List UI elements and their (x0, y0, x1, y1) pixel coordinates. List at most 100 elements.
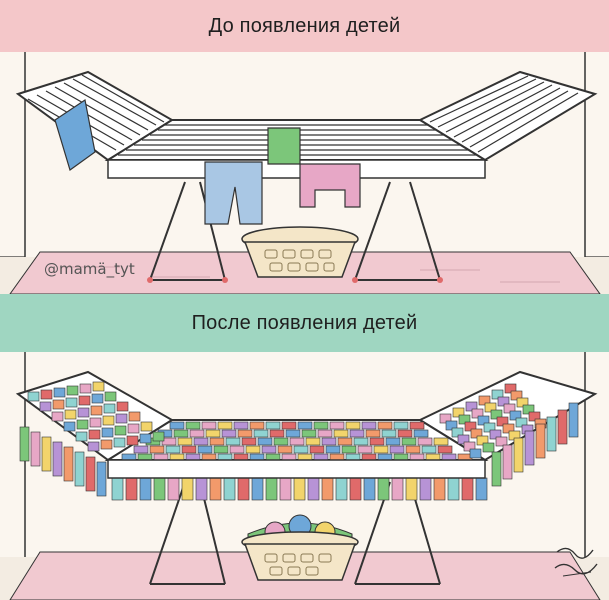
clothing-item (337, 437, 353, 446)
clothing-item (152, 431, 165, 442)
clothing-item (66, 385, 79, 396)
clothing-item (245, 445, 261, 454)
clothing-item (63, 421, 76, 432)
clothing-item (102, 415, 115, 426)
clothing-item (447, 477, 460, 501)
artist-signature (554, 547, 598, 577)
clothing-item (464, 421, 477, 432)
clothing-item (405, 445, 421, 454)
clothing-item (279, 477, 292, 501)
clothing-item (116, 401, 129, 412)
clothing-item (433, 437, 449, 446)
clothing-item (451, 427, 464, 438)
clothing-item (409, 421, 425, 430)
clothing-item (325, 445, 341, 454)
caption-before-banner: До появления детей (0, 0, 609, 52)
clothing-item (509, 410, 522, 421)
clothing-item (483, 422, 496, 433)
clothing-item (405, 477, 418, 501)
scene-after-children (0, 352, 609, 600)
clothing-item (223, 477, 236, 501)
clothing-item (193, 437, 209, 446)
clothing-item (477, 415, 490, 426)
clothing-item (269, 429, 285, 438)
clothing-item (353, 437, 369, 446)
clothing-item (510, 390, 523, 401)
clothing-item (189, 429, 205, 438)
clothing-item (53, 387, 66, 398)
clothing-item (349, 477, 362, 501)
clothing-item (317, 429, 333, 438)
clothing-item (277, 445, 293, 454)
clothing-item (113, 437, 126, 448)
clothing-item (393, 421, 409, 430)
clothing-item (502, 423, 515, 434)
clothing-item (307, 477, 320, 501)
clothing-item (181, 477, 194, 501)
clothing-item (169, 421, 185, 430)
caption-before: До появления детей (208, 14, 401, 37)
clothing-item (181, 445, 197, 454)
clothing-item (261, 445, 277, 454)
clothing-item (197, 445, 213, 454)
clothing-item (251, 477, 264, 501)
clothing-item (126, 435, 139, 446)
clothing-item (76, 419, 89, 430)
clothing-item (233, 421, 249, 430)
clothing-item (369, 437, 385, 446)
clothing-item (471, 408, 484, 419)
clothing-item (237, 429, 253, 438)
clothing-item (349, 429, 365, 438)
scene-before-children: @mamä_tyt (0, 52, 609, 294)
clothing-item (165, 445, 181, 454)
clothing-item (439, 413, 452, 424)
clothing-item (482, 442, 495, 453)
clothing-item (401, 437, 417, 446)
clothing-item (19, 426, 30, 462)
blue-shirt (54, 98, 96, 171)
clothing-item (516, 397, 529, 408)
clothing-item (40, 389, 53, 400)
clothing-item (87, 441, 100, 452)
clothing-item (249, 421, 265, 430)
clothing-item (463, 441, 476, 452)
clothing-item (114, 425, 127, 436)
clothing-item (421, 445, 437, 454)
clothing-item (27, 391, 40, 402)
clothing-item (133, 445, 149, 454)
clothing-item (209, 437, 225, 446)
clothing-item (484, 402, 497, 413)
clothing-item (345, 421, 361, 430)
clothing-item (502, 444, 513, 480)
clothing-item (385, 437, 401, 446)
clothing-item (285, 429, 301, 438)
clothing-item (195, 477, 208, 501)
clothing-item (125, 477, 138, 501)
clothing-item (495, 436, 508, 447)
clothing-item (213, 445, 229, 454)
clothing-item (513, 437, 524, 473)
pink-clothing (299, 163, 361, 208)
clothing-item (301, 429, 317, 438)
clothing-item (391, 477, 404, 501)
clothing-item (305, 437, 321, 446)
clothing-item (293, 445, 309, 454)
clothing-item (79, 383, 92, 394)
clothing-item (88, 429, 101, 440)
clothing-item (91, 393, 104, 404)
clothing-item (478, 395, 491, 406)
clothing-item (77, 407, 90, 418)
clothing-item (111, 477, 124, 501)
clothing-item (335, 477, 348, 501)
clothing-item (201, 421, 217, 430)
clothing-item (185, 421, 201, 430)
clothing-item (490, 409, 503, 420)
clothing-item (161, 437, 177, 446)
clothing-item (465, 401, 478, 412)
clothing-item (397, 429, 413, 438)
scene-after-illustration (0, 352, 609, 600)
clothing-item (528, 411, 541, 422)
clothing-item (496, 416, 509, 427)
clothing-item (433, 477, 446, 501)
